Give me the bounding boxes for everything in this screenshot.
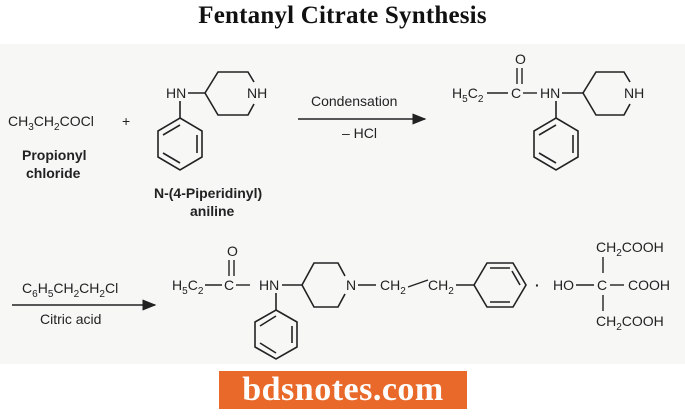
plus-sign: + [122, 113, 130, 129]
reaction-scheme [0, 44, 685, 364]
page-title: Fentanyl Citrate Synthesis [198, 2, 487, 29]
phenyl-ring [456, 262, 527, 308]
product1-rings [533, 71, 631, 171]
reactant2-name-line1: N-(4-Piperidinyl) [154, 185, 262, 201]
salt-dot: · [535, 277, 540, 293]
citric-carbon: C [597, 277, 607, 293]
product2-ethyl: H5C2 [172, 277, 204, 297]
piperidinyl-aniline-structure [157, 71, 255, 171]
product2-hn: HN [259, 277, 279, 293]
reactant2-nh-label: NH [247, 85, 267, 101]
product2-rings [254, 262, 346, 360]
reactant1-name-line1: Propionyl [22, 147, 87, 163]
arrow1-condition-below: – HCl [342, 125, 377, 141]
propionyl-chloride-formula: CH3CH2COCl [8, 113, 94, 133]
product2-carbon: C [224, 277, 234, 293]
product1-nh: NH [624, 85, 644, 101]
arrow2-condition-below: Citric acid [40, 311, 101, 327]
product1-hn: HN [540, 85, 560, 101]
reactant2-name-line2: aniline [190, 203, 235, 219]
product2-oxygen: O [227, 243, 238, 259]
citric-right: COOH [628, 277, 670, 293]
product1-ethyl: H5C2 [452, 85, 484, 105]
chain-ch2-2: CH2 [428, 277, 454, 297]
citric-top: CH2COOH [596, 239, 664, 259]
product2-n: N [346, 277, 356, 293]
reactant2-hn-label: HN [166, 85, 186, 101]
arrow1-condition-above: Condensation [311, 93, 397, 109]
watermark-bdsnotes: bdsnotes.com [219, 371, 467, 409]
chain-ch2-1: CH2 [380, 277, 406, 297]
arrow2-condition-above: C6H5CH2CH2Cl [22, 280, 118, 300]
citric-bottom: CH2COOH [596, 313, 664, 333]
product1-oxygen: O [515, 51, 526, 67]
product1-carbon: C [511, 85, 521, 101]
citric-ho: HO [553, 277, 574, 293]
reactant1-name-line2: chloride [26, 165, 81, 181]
